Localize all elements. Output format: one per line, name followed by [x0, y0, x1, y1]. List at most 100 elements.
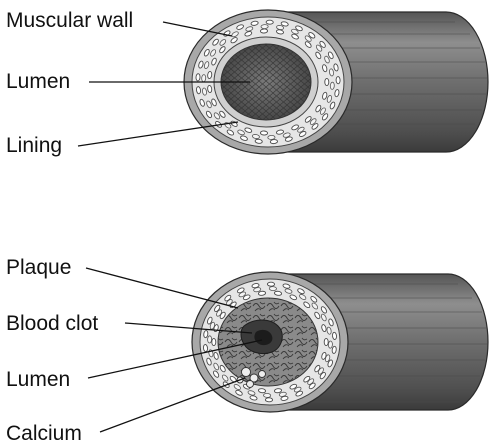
- wall-cell: [309, 118, 317, 125]
- leader-muscular-wall: [162, 21, 233, 37]
- wall-cell: [211, 98, 217, 107]
- wall-cell: [259, 130, 269, 136]
- wall-cell: [321, 324, 327, 333]
- wall-cell: [319, 40, 326, 48]
- wall-cell: [329, 101, 336, 110]
- wall-cell: [308, 382, 316, 390]
- wall-cell: [235, 389, 243, 396]
- wall-cell: [231, 31, 239, 38]
- wall-cell: [289, 294, 298, 301]
- wall-cell: [282, 283, 291, 289]
- leader-blood-clot: [124, 322, 253, 334]
- wall-cell: [251, 283, 260, 289]
- wall-cell: [328, 318, 334, 327]
- wall-cell: [196, 86, 201, 95]
- wall-cell: [322, 91, 328, 100]
- wall-cell: [291, 28, 299, 35]
- wall-cell: [210, 49, 217, 57]
- wall-cell: [324, 77, 330, 87]
- wall-cell: [203, 48, 210, 57]
- wall-cell: [226, 129, 235, 136]
- wall-cell: [247, 390, 256, 396]
- wall-cell: [303, 375, 311, 383]
- wall-cell: [323, 337, 329, 347]
- wall-cell: [207, 70, 213, 80]
- label-muscular-wall: Muscular wall: [6, 9, 133, 32]
- wall-cell: [314, 311, 321, 320]
- wall-cell: [207, 84, 213, 94]
- leader-plaque: [85, 267, 239, 309]
- wall-cell: [213, 112, 221, 120]
- wall-cell: [276, 25, 285, 30]
- wall-cell: [266, 281, 276, 287]
- wall-cell: [295, 390, 303, 397]
- wall-cell: [331, 345, 337, 354]
- wall-cell: [315, 104, 322, 113]
- calcium-deposits: [236, 367, 266, 388]
- wall-cell: [198, 60, 204, 69]
- healthy-lumen-texture: [221, 44, 311, 120]
- wall-cell: [233, 384, 241, 390]
- wall-cell: [280, 395, 289, 401]
- wall-cell: [311, 123, 319, 130]
- wall-cell: [295, 25, 303, 32]
- wall-cell: [211, 337, 217, 347]
- wall-cell: [273, 290, 283, 296]
- wall-cell: [297, 288, 305, 295]
- wall-cell: [319, 107, 326, 115]
- wall-cell: [268, 286, 277, 292]
- label-calcium: Calcium: [6, 422, 82, 445]
- wall-cell: [230, 37, 238, 44]
- diseased-artery: [191, 271, 489, 413]
- wall-cell: [289, 383, 298, 390]
- wall-cell: [209, 321, 216, 330]
- wall-cell: [269, 139, 278, 145]
- wall-cell: [315, 44, 323, 52]
- wall-cell: [310, 296, 318, 303]
- wall-cell: [254, 138, 263, 144]
- wall-cell: [214, 304, 221, 312]
- wall-cell: [284, 136, 293, 142]
- wall-cell: [237, 287, 245, 294]
- wall-cell: [291, 124, 299, 131]
- wall-cell: [329, 68, 334, 77]
- wall-cell: [273, 388, 283, 394]
- wall-cell: [263, 392, 272, 398]
- wall-cell: [207, 335, 213, 344]
- wall-cell: [282, 132, 291, 138]
- wall-cell: [259, 28, 269, 34]
- wall-cell: [237, 129, 245, 136]
- wall-cell: [304, 35, 312, 42]
- wall-cell: [205, 110, 213, 119]
- wall-cell: [324, 354, 331, 363]
- wall-cell: [251, 134, 260, 139]
- wall-cell: [320, 306, 327, 314]
- wall-cell: [206, 357, 212, 366]
- narrowed-lumen: [254, 329, 273, 346]
- wall-cell: [203, 61, 210, 69]
- wall-cell: [265, 19, 274, 25]
- wall-cell: [299, 294, 307, 300]
- wall-cell: [320, 313, 327, 322]
- healthy-wall-cells: [195, 19, 341, 145]
- leader-lining: [77, 121, 239, 147]
- wall-cell: [203, 330, 209, 339]
- wall-cell: [219, 46, 226, 54]
- leader-lumen-diseased: [87, 339, 263, 379]
- wall-cell: [195, 73, 201, 82]
- label-lining: Lining: [6, 134, 62, 157]
- wall-cell: [298, 131, 307, 137]
- wall-cell: [321, 113, 329, 121]
- wall-cell: [327, 340, 333, 349]
- wall-cell: [297, 126, 305, 133]
- wall-cell: [304, 41, 312, 48]
- wall-cell: [221, 374, 229, 382]
- wall-cell: [219, 110, 226, 118]
- label-plaque: Plaque: [6, 256, 71, 279]
- diseased-wall-cells: [203, 281, 337, 403]
- wall-cell: [216, 309, 223, 317]
- wall-cell: [333, 63, 339, 72]
- wall-cell: [249, 395, 258, 401]
- healthy-artery: [183, 9, 489, 155]
- wall-cell: [245, 26, 254, 32]
